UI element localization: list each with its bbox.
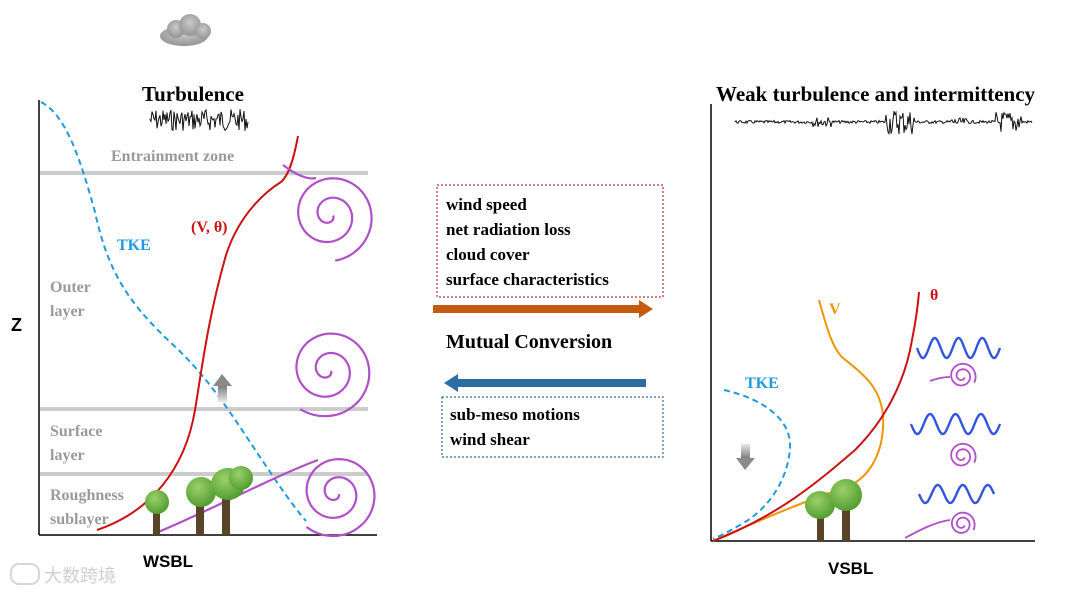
small-eddy-spiral <box>951 511 976 534</box>
v-label: V <box>829 301 841 318</box>
motions-box <box>441 396 664 458</box>
right-axes <box>710 104 1035 542</box>
tke-label-right: TKE <box>745 375 779 392</box>
gravity-wave <box>909 412 1002 436</box>
left-layer-lines <box>40 171 368 476</box>
small-eddy-spiral <box>950 442 977 467</box>
arrow-left-icon <box>444 374 646 392</box>
right-title: Weak turbulence and intermittency <box>716 82 1036 106</box>
entrainment-zone-label: Entrainment zone <box>111 148 235 165</box>
factors-text: wind speed net radiation loss cloud cove… <box>446 195 609 289</box>
small-eddy-spiral <box>950 362 977 387</box>
v-curve <box>712 299 885 542</box>
vsbl-label: VSBL <box>828 559 874 578</box>
motions-text: sub-meso motions wind shear <box>450 405 580 449</box>
gravity-wave <box>915 336 1002 360</box>
intermittent-signal <box>734 110 1033 136</box>
theta-label: θ <box>930 287 939 304</box>
eddy-spiral-upper-tail <box>282 164 317 180</box>
mutual-conversion-label: Mutual Conversion <box>446 331 613 353</box>
roughness-sublayer-label: Roughness sublayer <box>50 487 124 528</box>
arrow-up-icon <box>213 374 232 402</box>
v-theta-curve <box>96 135 299 531</box>
small-eddy-tail <box>904 519 951 539</box>
outer-layer-label: Outer layer <box>50 279 91 320</box>
crescent-moon-icon-right <box>890 12 918 59</box>
left-icons <box>160 6 214 46</box>
eddy-spiral-mid <box>295 332 371 418</box>
tke-curve-right <box>712 389 792 540</box>
eddy-spiral-lower-tail <box>155 458 319 535</box>
theta-curve <box>712 291 920 542</box>
v-theta-label: (V, θ) <box>191 219 228 236</box>
turbulence-signal <box>149 108 249 132</box>
wsbl-label: WSBL <box>143 552 194 571</box>
eddy-spiral-small <box>297 177 373 262</box>
arrow-down-icon <box>736 444 755 470</box>
left-title: Turbulence <box>142 82 244 106</box>
factors-box <box>436 184 664 298</box>
tree-icon-right <box>805 479 862 541</box>
watermark-logo-icon <box>10 563 40 585</box>
cloud-icon <box>160 14 211 46</box>
tke-curve <box>40 101 307 522</box>
small-eddy-tail <box>929 376 951 382</box>
tree-icon <box>145 466 253 535</box>
tke-label: TKE <box>117 237 151 254</box>
gravity-wave <box>917 483 996 505</box>
arrow-right-icon <box>433 300 653 318</box>
watermark: 大数跨境 <box>10 563 116 586</box>
z-axis-label: Z <box>11 315 22 335</box>
eddy-spiral-large <box>305 457 376 538</box>
surface-layer-label: Surface layer <box>50 423 103 464</box>
